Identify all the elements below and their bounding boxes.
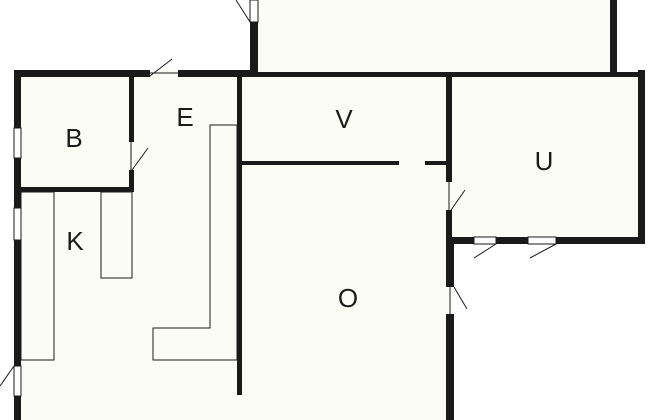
top-door-icon	[235, 0, 259, 23]
doors	[0, 0, 557, 397]
room-o-door-icon	[446, 286, 468, 314]
room-labels: B E V U K O	[65, 102, 553, 313]
room-u-balcony-door-2-icon	[527, 236, 557, 259]
bathroom-door-icon	[129, 142, 149, 171]
fixtures	[20, 124, 238, 361]
bottom-left-door-icon	[0, 365, 22, 397]
kitchen-counter	[20, 191, 55, 361]
interior-walls	[21, 77, 452, 395]
window-left-lower	[13, 207, 22, 241]
room-label-e: E	[176, 102, 193, 132]
room-label-u: U	[535, 146, 554, 176]
room-label-k: K	[66, 226, 84, 256]
kitchen-cabinet	[100, 191, 133, 279]
window-left-upper	[13, 127, 22, 159]
entrance-door-icon	[149, 58, 178, 77]
hall-wardrobe	[152, 124, 238, 361]
exterior-walls	[14, 0, 645, 420]
room-label-b: B	[65, 123, 82, 153]
room-label-o: O	[338, 283, 358, 313]
room-u-balcony-door-icon	[473, 236, 497, 259]
room-label-v: V	[335, 104, 353, 134]
room-u-door-icon	[446, 182, 466, 211]
